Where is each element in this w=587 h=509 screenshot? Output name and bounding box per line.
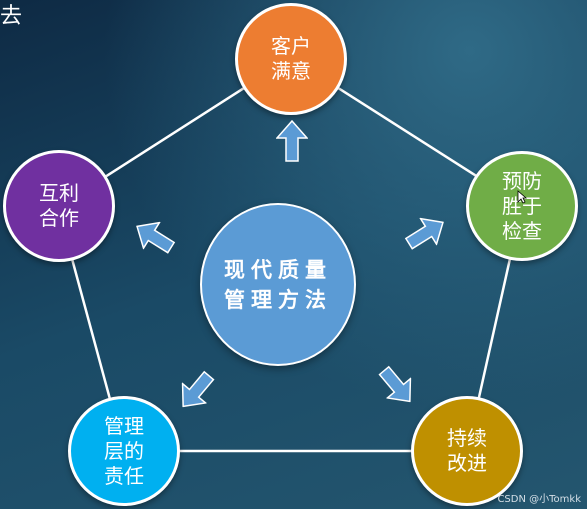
node-prevention-over-inspection-label: 预防 胜于 检查 — [502, 168, 542, 243]
node-management-responsibility-label: 管理 层的 责任 — [104, 413, 144, 488]
watermark: CSDN @小Tomkk — [497, 494, 581, 505]
up-arrow-icon — [378, 365, 412, 403]
node-continuous-improvement-label: 持续 改进 — [447, 426, 487, 475]
node-mutual-benefit-cooperation: 互利 合作 — [3, 150, 115, 262]
node-prevention-over-inspection: 预防 胜于 检查 — [466, 151, 578, 261]
up-arrow-icon — [276, 120, 308, 162]
slide-title-fragment: 去 — [0, 4, 23, 29]
center-label: 现代质量 管理方法 — [224, 257, 332, 312]
up-arrow-icon — [181, 370, 215, 408]
node-management-responsibility: 管理 层的 责任 — [68, 396, 180, 506]
center-modern-quality-management: 现代质量 管理方法 — [200, 203, 356, 366]
up-arrow-icon — [404, 217, 444, 250]
node-customer-satisfaction: 客户 满意 — [235, 3, 347, 115]
cursor-icon — [517, 190, 527, 204]
node-customer-satisfaction-label: 客户 满意 — [271, 34, 311, 83]
node-mutual-benefit-cooperation-label: 互利 合作 — [39, 181, 79, 230]
up-arrow-icon — [136, 221, 176, 254]
node-continuous-improvement: 持续 改进 — [411, 396, 523, 506]
